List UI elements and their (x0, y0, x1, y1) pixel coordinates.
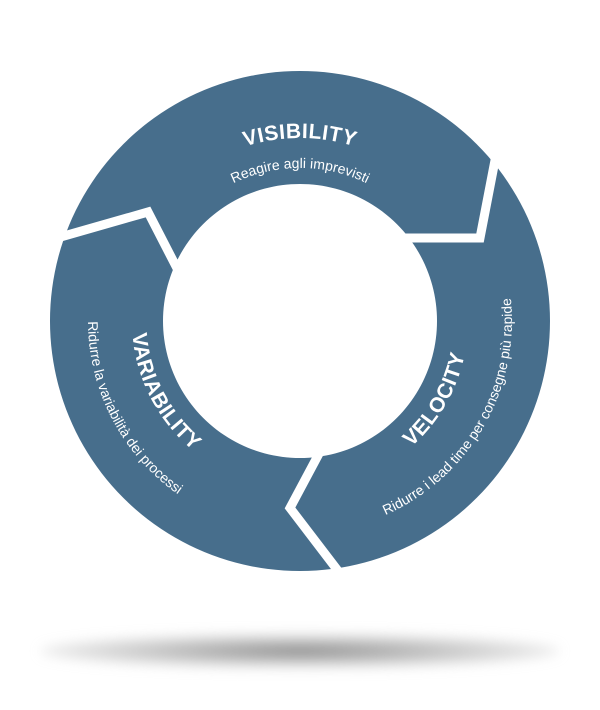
separator-velocity-variability (284, 445, 349, 583)
ring (49, 71, 550, 571)
separator-visibility-velocity (395, 149, 502, 243)
ring-shape (49, 71, 550, 571)
separator-variability-visibility (48, 206, 187, 281)
segment-separators (48, 149, 502, 583)
ground-shadow (40, 634, 560, 668)
